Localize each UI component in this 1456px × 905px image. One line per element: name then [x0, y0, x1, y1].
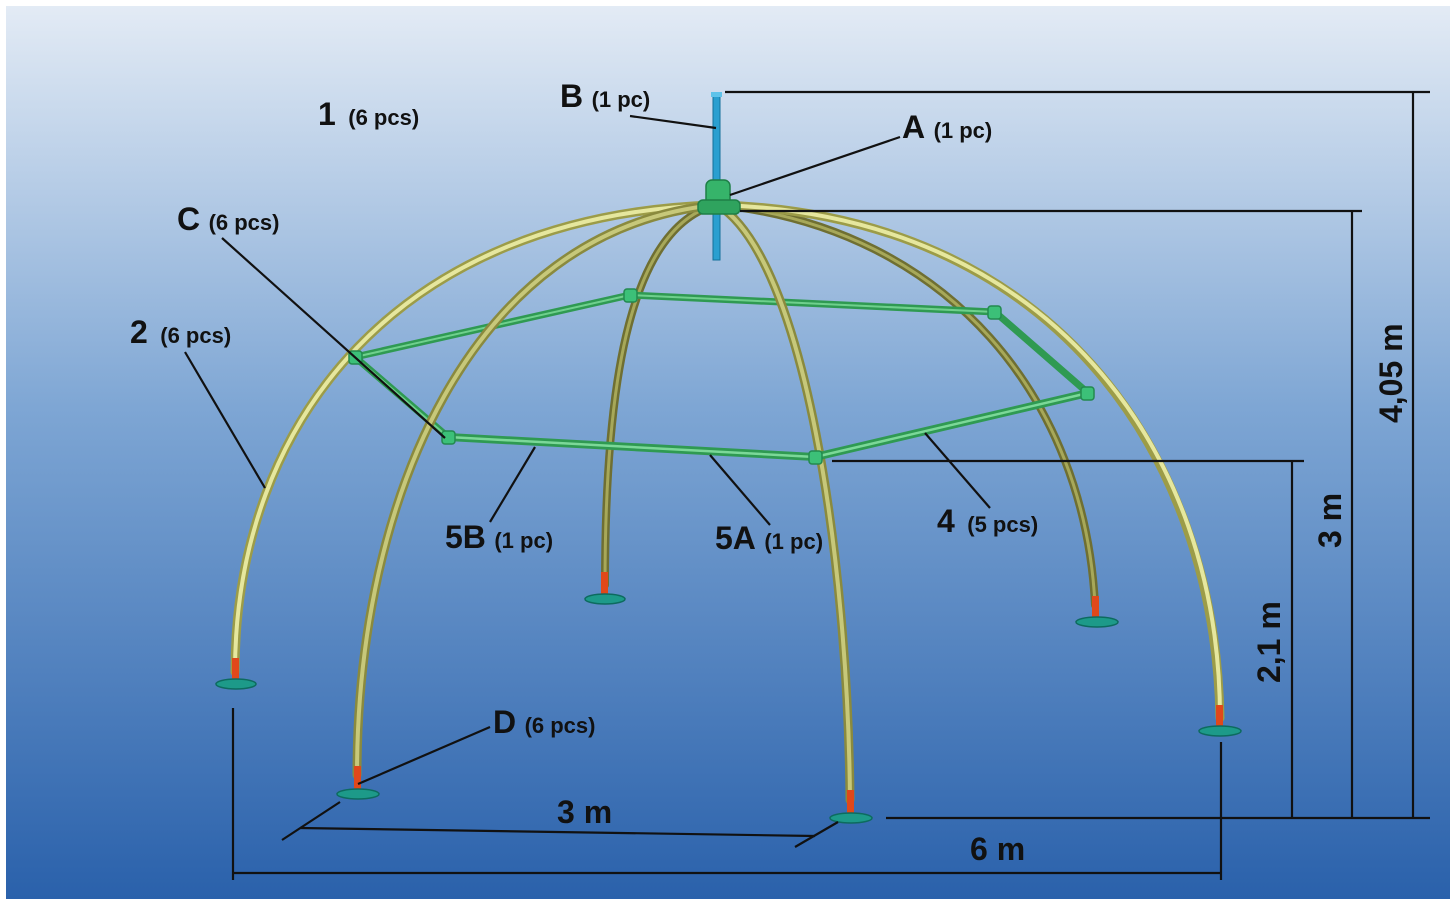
dimension-dome-height: 3 m	[1312, 493, 1348, 548]
feet-d	[215, 572, 1242, 824]
foot	[336, 766, 380, 800]
foot	[1075, 596, 1119, 628]
foot	[1198, 705, 1242, 737]
label-4: 4 (5 pcs)	[937, 503, 1038, 539]
label-c: C (6 pcs)	[177, 201, 279, 237]
dimension-labels: 4,05 m 3 m 2,1 m 3 m 6 m	[557, 323, 1409, 867]
dimension-total-height: 4,05 m	[1373, 323, 1409, 423]
dimension-ring-height: 2,1 m	[1251, 601, 1287, 683]
dimension-lines	[231, 90, 1430, 880]
label-2: 2 (6 pcs)	[130, 314, 231, 350]
back-arches	[601, 201, 1099, 609]
front-arches	[230, 200, 1225, 805]
mast-b	[711, 92, 722, 261]
foot	[829, 790, 873, 824]
lower-braces	[444, 389, 1092, 461]
part-labels: 1 (6 pcs) B (1 pc) A (1 pc) C (6 pcs) 2 …	[130, 78, 1038, 740]
label-d: D (6 pcs)	[493, 704, 595, 740]
hub-a	[697, 179, 741, 215]
dimension-diameter: 6 m	[970, 831, 1025, 867]
foot	[215, 658, 257, 690]
label-5a: 5A (1 pc)	[715, 520, 823, 556]
label-b: B (1 pc)	[560, 78, 650, 114]
foot	[584, 572, 626, 605]
label-a: A (1 pc)	[902, 109, 992, 145]
dimension-side-length: 3 m	[557, 794, 612, 830]
label-1: 1 (6 pcs)	[318, 96, 419, 132]
label-5b: 5B (1 pc)	[445, 519, 553, 555]
leader-lines	[184, 114, 991, 786]
